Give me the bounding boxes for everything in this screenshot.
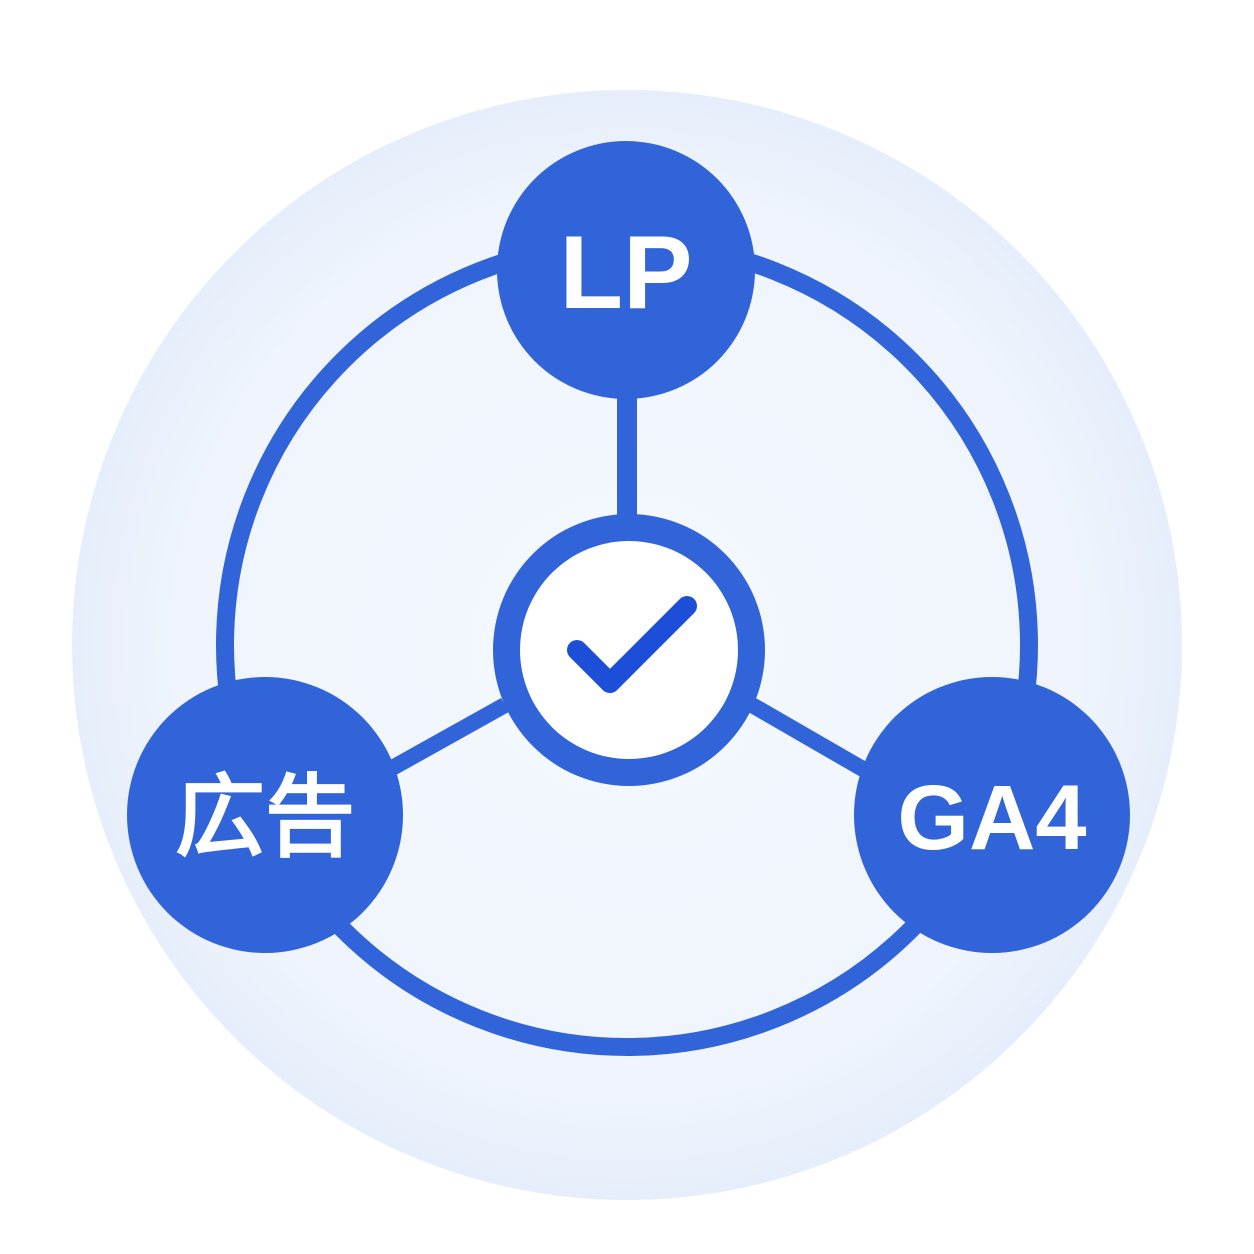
node-lp: LP [497,141,755,399]
node-ad: 広告 [127,677,403,953]
connector-right [747,698,873,779]
node-ga4-label: GA4 [897,767,1086,869]
node-ga4: GA4 [854,677,1130,953]
connector-left [381,698,509,779]
node-lp-label: LP [560,215,693,331]
check-icon [567,596,697,693]
center-check-node [493,514,765,786]
node-ad-label: 広告 [175,768,355,868]
